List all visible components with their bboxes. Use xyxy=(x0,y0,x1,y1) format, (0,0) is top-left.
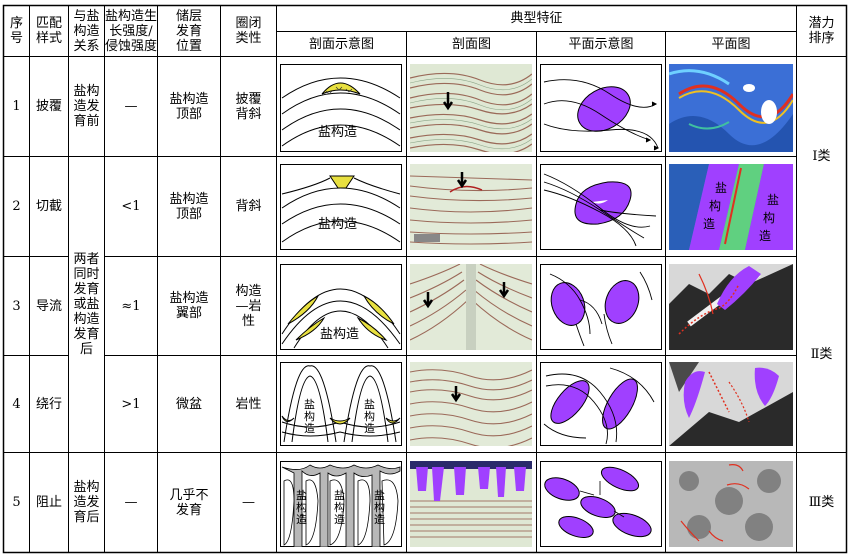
arrow-icon xyxy=(442,92,454,111)
svg-text:构: 构 xyxy=(709,198,721,213)
row1-plan-sketch xyxy=(540,64,662,152)
header-features: 典型特征 xyxy=(510,11,563,26)
header-ratio: 盐构造生长强度/侵蚀强度 xyxy=(105,8,158,54)
header-style: 匹配样式 xyxy=(35,16,62,46)
row2-plan-map: 盐 构 造 盐 构 造 xyxy=(669,164,793,250)
row3-ratio: ≈1 xyxy=(121,298,141,314)
row3-style: 导流 xyxy=(35,298,62,314)
row5-position: 几乎不发育 xyxy=(169,487,209,518)
header-plan-sketch: 平面示意图 xyxy=(568,36,634,52)
header-rank: 潜力排序 xyxy=(808,16,835,46)
row1-relation: 盐构造发育前 xyxy=(73,84,100,129)
header-position: 储层发育位置 xyxy=(175,8,202,54)
row3-salt-label: 盐构造 xyxy=(320,327,359,342)
svg-text:盐: 盐 xyxy=(334,489,345,502)
row4-plan-sketch xyxy=(540,362,662,446)
row4-section-sketch: 盐 构 造 盐 构 造 xyxy=(280,362,402,446)
svg-text:构: 构 xyxy=(763,210,775,225)
rank-class1: Ⅰ类 xyxy=(812,149,831,164)
svg-text:构: 构 xyxy=(304,409,315,423)
row3-no: 3 xyxy=(12,298,21,314)
row4-plan-map xyxy=(669,362,793,446)
relation-merged: 两者同时发育或盐构造发育后 xyxy=(73,252,100,357)
svg-text:造: 造 xyxy=(364,421,375,435)
row3-plan-map xyxy=(669,264,793,350)
row2-salt-label: 盐构造 xyxy=(318,217,357,232)
row2-trap: 背斜 xyxy=(235,199,262,214)
header-section-sketch: 剖面示意图 xyxy=(308,36,374,52)
row1-ratio: — xyxy=(124,99,138,114)
svg-text:盐: 盐 xyxy=(364,398,375,411)
arrow-icon xyxy=(450,386,462,403)
svg-text:盐: 盐 xyxy=(715,181,727,195)
arrow-icon xyxy=(456,172,468,189)
svg-text:造: 造 xyxy=(374,512,385,526)
row3-section-sketch: 盐构造 xyxy=(280,264,402,350)
row4-trap: 岩性 xyxy=(235,396,262,412)
row4-position: 微盆 xyxy=(175,396,202,412)
arrow-icon xyxy=(498,282,510,299)
header-no: 序号 xyxy=(9,16,23,46)
row5-trap: — xyxy=(242,495,255,510)
header-section: 剖面图 xyxy=(451,36,491,52)
svg-text:造: 造 xyxy=(334,512,345,526)
row5-ratio: — xyxy=(124,495,138,510)
row1-seismic-section xyxy=(410,64,532,152)
row2-ratio: <1 xyxy=(121,199,141,214)
row5-section-sketch: 盐 构 造 盐 构 造 盐 构 造 xyxy=(280,461,402,547)
svg-text:构: 构 xyxy=(334,500,345,514)
svg-text:盐: 盐 xyxy=(296,489,307,502)
row4-seismic-section xyxy=(410,362,532,446)
svg-text:造: 造 xyxy=(296,512,307,526)
row1-style: 披覆 xyxy=(35,99,62,114)
row5-style: 阻止 xyxy=(35,495,62,510)
arrow-icon xyxy=(422,292,434,309)
row2-seismic-section xyxy=(410,164,532,250)
svg-text:构: 构 xyxy=(374,500,385,514)
row4-style: 绕行 xyxy=(35,396,62,412)
row3-trap: 构造—岩性 xyxy=(235,283,262,329)
row5-relation: 盐构造发育后 xyxy=(73,480,100,525)
svg-text:构: 构 xyxy=(364,409,375,423)
row2-style: 切截 xyxy=(35,199,62,214)
svg-text:构: 构 xyxy=(296,500,307,514)
row4-no: 4 xyxy=(12,396,21,412)
rank-class2: Ⅱ类 xyxy=(810,347,833,362)
row2-section-sketch: 盐构造 xyxy=(280,164,402,250)
row1-plan-map xyxy=(669,64,793,152)
row2-no: 2 xyxy=(12,199,21,214)
row3-plan-sketch xyxy=(540,264,662,350)
row1-trap: 披覆背斜 xyxy=(235,91,262,122)
svg-text:造: 造 xyxy=(304,421,315,435)
row5-seismic-section xyxy=(410,461,532,547)
svg-text:盐: 盐 xyxy=(767,193,779,207)
row1-section-sketch: 盐构造 xyxy=(280,64,402,152)
svg-text:盐: 盐 xyxy=(304,398,315,411)
row5-plan-map xyxy=(669,461,793,547)
header-plan: 平面图 xyxy=(711,36,751,52)
rank-class3: Ⅲ类 xyxy=(808,495,835,510)
row5-no: 5 xyxy=(12,495,21,510)
row1-no: 1 xyxy=(12,99,21,114)
row4-ratio: >1 xyxy=(121,396,141,412)
row5-plan-sketch xyxy=(540,461,662,547)
row1-position: 盐构造顶部 xyxy=(169,91,209,122)
row1-salt-label: 盐构造 xyxy=(318,125,357,140)
svg-text:盐: 盐 xyxy=(374,489,385,502)
svg-text:造: 造 xyxy=(759,229,771,243)
header-relation: 与盐构造关系 xyxy=(73,8,100,54)
header-trap: 圈闭类性 xyxy=(235,16,262,46)
row3-position: 盐构造翼部 xyxy=(169,291,209,321)
row3-seismic-section xyxy=(410,264,532,350)
row2-plan-sketch xyxy=(540,164,662,250)
svg-text:造: 造 xyxy=(703,217,715,231)
row2-position: 盐构造顶部 xyxy=(169,191,209,222)
